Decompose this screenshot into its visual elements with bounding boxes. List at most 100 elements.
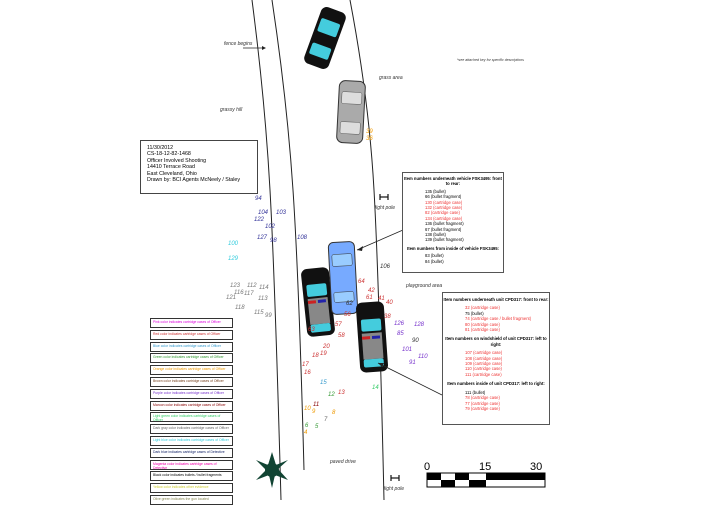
evidence-marker: 36 — [366, 136, 373, 142]
vehicle-evidence-box: Item numbers underneath vehicle FSK3495:… — [402, 172, 504, 273]
evidence-marker: 101 — [402, 347, 412, 353]
evidence-item: 67 (bullet fragment) — [425, 226, 462, 232]
evidence-marker: 4 — [304, 430, 308, 436]
evidence-marker: 16 — [304, 370, 311, 376]
evidence-marker: 126 — [394, 321, 405, 327]
legend-entry: Light blue color indicates cartridge cas… — [150, 435, 233, 446]
box-heading: Item numbers underneath unit CPD317: fro… — [443, 297, 549, 302]
label-paved-drive: paved drive — [329, 459, 356, 465]
evidence-item: 77 (cartridge case) — [465, 400, 500, 406]
title-incident: Officer Involved Shooting — [147, 157, 207, 164]
legend-entry: Yellow color indicates other evidence — [150, 483, 233, 494]
evidence-item: 84 (bullet) — [425, 258, 444, 264]
evidence-marker: 9 — [312, 409, 316, 415]
pointer-arrow-vehicle — [356, 229, 404, 251]
evidence-marker: 7 — [324, 417, 328, 423]
box-heading: Item numbers from inside of vehicle FSK3… — [407, 245, 499, 251]
evidence-item: 32 (cartridge case) — [465, 305, 500, 311]
evidence-marker: 102 — [265, 224, 276, 230]
title-case-number: CS-18-12-82-1468 — [147, 151, 191, 158]
color-legend: Pink color indicates cartridge cases of … — [150, 318, 233, 507]
evidence-item: 80 (cartridge case) — [465, 321, 500, 327]
title-block: 11/30/2012 CS-18-12-82-1468 Officer Invo… — [140, 140, 258, 194]
evidence-marker: 129 — [228, 256, 239, 262]
evidence-item: 109 (cartridge case) — [465, 361, 503, 367]
evidence-marker: 114 — [259, 285, 269, 291]
title-date: 11/30/2012 — [147, 145, 174, 151]
evidence-item: 108 (cartridge case) — [465, 355, 503, 361]
label-grassy-hill: grassy hill — [220, 107, 243, 113]
evidence-marker: 104 — [258, 210, 269, 216]
label-grass-area: grass area — [379, 75, 403, 81]
scale-label-15: 15 — [479, 461, 491, 473]
evidence-marker: 90 — [412, 338, 419, 344]
evidence-marker: 128 — [414, 322, 425, 328]
evidence-marker: 103 — [276, 210, 287, 216]
evidence-marker: 15 — [320, 380, 327, 386]
fence-arrow-head — [262, 46, 266, 50]
scale-label-30: 30 — [530, 461, 542, 473]
evidence-item: 111 (cartridge case) — [465, 371, 502, 377]
evidence-marker: 117 — [244, 291, 254, 297]
legend-entry: Maroon color indicates cartridge cases o… — [150, 400, 233, 411]
evidence-marker: 41 — [378, 296, 385, 302]
evidence-item: 82 (cartridge case) — [425, 210, 460, 216]
note-see-key: *see attached key for specific descripti… — [457, 58, 524, 62]
evidence-item: 79 (cartridge case) — [465, 405, 500, 411]
evidence-marker: 19 — [320, 351, 327, 357]
evidence-marker: 115 — [254, 310, 264, 316]
evidence-item: 138 (bullet) — [425, 232, 446, 238]
evidence-marker: 64 — [358, 279, 365, 285]
legend-entry: Light green color indicates cartridge ca… — [150, 412, 233, 423]
legend-entry: Pink color indicates cartridge cases of … — [150, 318, 233, 328]
unit-evidence-box: Item numbers underneath unit CPD317: fro… — [442, 292, 550, 425]
evidence-item: 110 (cartridge case) — [465, 366, 502, 372]
title-city: East Cleveland, Ohio — [147, 170, 197, 177]
evidence-marker: 110 — [418, 354, 428, 360]
evidence-item: 74 (cartridge case / bullet fragment) — [465, 316, 532, 322]
evidence-marker: 94 — [255, 196, 262, 202]
evidence-item: 130 (cartridge case) — [425, 199, 463, 205]
light-pole-icon — [390, 475, 400, 481]
legend-entry: Green color indicates cartridge cases of… — [150, 353, 233, 364]
legend-entry: Orange color indicates cartridge cases o… — [150, 365, 233, 376]
evidence-item: 75 (bullet) — [465, 310, 484, 316]
evidence-marker: 98 — [270, 238, 277, 244]
light-pole-icon — [379, 194, 389, 200]
evidence-marker: 122 — [254, 217, 265, 223]
evidence-item: 81 (cartridge case) — [465, 327, 500, 333]
box-heading: Item numbers underneath vehicle FSK3495:… — [404, 176, 502, 187]
evidence-marker: 12 — [328, 392, 335, 398]
evidence-marker: 8 — [332, 410, 336, 416]
car-gray — [336, 80, 366, 144]
scale-label-0: 0 — [424, 461, 430, 473]
evidence-marker: 127 — [257, 235, 268, 241]
scale-bar: 0 15 30 — [424, 461, 546, 488]
pointer-arrow-vehicle-head — [357, 246, 363, 251]
evidence-marker: 123 — [230, 283, 241, 289]
evidence-marker: 62 — [346, 301, 353, 307]
label-light-pole: light pole — [384, 486, 404, 492]
evidence-marker: 57 — [335, 322, 342, 328]
pointer-arrow-unit-head — [378, 363, 384, 367]
evidence-marker: 58 — [338, 333, 345, 339]
evidence-item: 66 (bullet fragment) — [425, 194, 462, 200]
car-black-top — [304, 7, 346, 69]
evidence-item: 135 (bullet) — [425, 188, 446, 194]
label-fence-begins: fence begins — [224, 41, 253, 47]
evidence-marker: 118 — [235, 305, 245, 311]
evidence-marker: 113 — [258, 296, 268, 302]
legend-entry: Brown color indicates cartridge cases of… — [150, 376, 233, 387]
evidence-marker: 121 — [226, 295, 236, 301]
evidence-item: 136 (bullet fragment) — [425, 221, 464, 227]
evidence-marker: 13 — [338, 390, 345, 396]
box-heading: Item numbers on windshield of unit CPD31… — [445, 336, 547, 347]
road-edge-left-inner — [271, 0, 305, 471]
evidence-marker: 20 — [322, 344, 330, 350]
evidence-marker: 11 — [313, 402, 319, 408]
label-light-pole: light pole — [375, 205, 395, 211]
evidence-marker: 85 — [397, 331, 404, 337]
legend-entry: Dark gray color indicates cartridge case… — [150, 424, 233, 435]
evidence-marker: 6 — [305, 423, 309, 429]
pointer-arrow-unit — [377, 362, 443, 396]
